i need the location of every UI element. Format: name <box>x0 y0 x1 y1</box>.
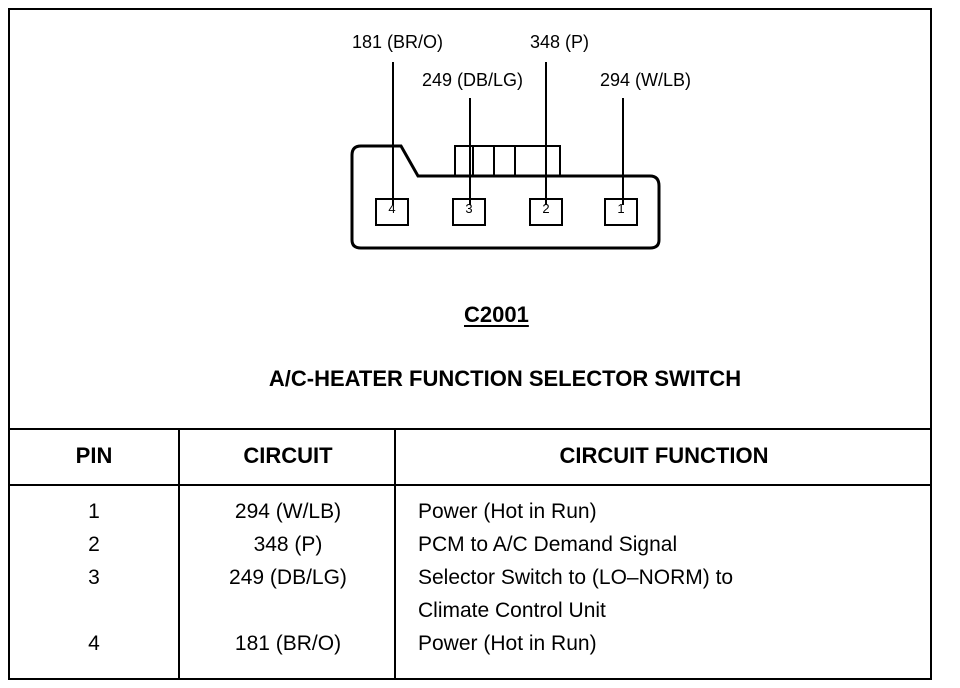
wire-label-249: 249 (DB/LG) <box>422 70 524 90</box>
pin-box-1 <box>604 198 638 226</box>
table-cell-function: Selector Switch to (LO–NORM) to <box>418 566 734 589</box>
header-circuit-function: CIRCUIT FUNCTION <box>559 443 769 468</box>
wire-label-181: 181 (BR/O) <box>352 32 444 52</box>
pin-number-3: 3 <box>465 201 473 216</box>
component-name: A/C-HEATER FUNCTION SELECTOR SWITCH <box>268 366 742 391</box>
connector-id: C2001 <box>464 302 529 327</box>
pin-number-1: 1 <box>617 201 625 216</box>
table-cell-circuit: 294 (W/LB) <box>234 500 342 523</box>
table-cell-pin: 1 <box>88 500 100 523</box>
table-cell-function-continued: Climate Control Unit <box>418 599 606 622</box>
connector-body <box>350 144 661 250</box>
table-cell-function: Power (Hot in Run) <box>418 632 597 655</box>
pin-number-2: 2 <box>542 201 550 216</box>
column-divider <box>178 430 180 680</box>
pinout-table: PIN CIRCUIT CIRCUIT FUNCTION 1 294 (W/LB… <box>8 428 932 680</box>
wire-label-348: 348 (P) <box>530 32 590 52</box>
connector-diagram <box>350 62 661 250</box>
table-cell-pin: 2 <box>88 533 100 556</box>
table-cell-pin: 3 <box>88 566 100 589</box>
header-divider <box>8 484 932 486</box>
table-cell-pin: 4 <box>88 632 100 655</box>
wire-label-294: 294 (W/LB) <box>600 70 692 90</box>
header-circuit: CIRCUIT <box>243 443 333 468</box>
pin-number-4: 4 <box>388 201 396 216</box>
connector-latch <box>454 145 561 177</box>
table-cell-circuit: 249 (DB/LG) <box>229 566 347 589</box>
table-cell-circuit: 348 (P) <box>253 533 323 556</box>
table-cell-function: Power (Hot in Run) <box>418 500 597 523</box>
header-pin: PIN <box>75 443 113 468</box>
table-cell-circuit: 181 (BR/O) <box>234 632 342 655</box>
diagram-frame <box>8 8 932 680</box>
column-divider <box>394 430 396 680</box>
table-cell-function: PCM to A/C Demand Signal <box>418 533 678 556</box>
